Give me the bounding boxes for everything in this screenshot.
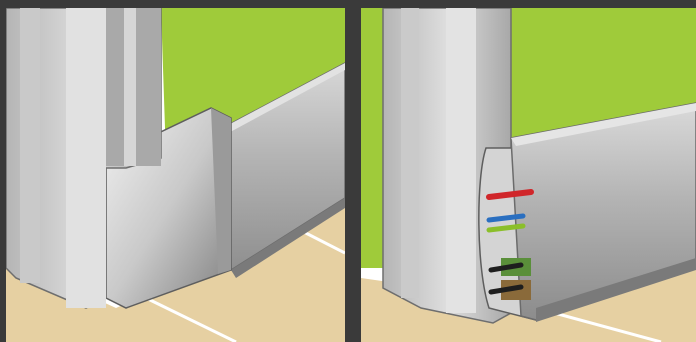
frame-mould xyxy=(20,8,40,283)
panel-trunking-closed xyxy=(6,8,345,342)
panel-right-drawing xyxy=(361,8,696,342)
panel-trunking-open xyxy=(361,8,696,342)
frame-highlight xyxy=(124,8,136,166)
frame-face xyxy=(66,8,106,308)
panel-left-drawing xyxy=(6,8,345,342)
frame-mould xyxy=(401,8,419,298)
frame-face xyxy=(446,8,476,313)
